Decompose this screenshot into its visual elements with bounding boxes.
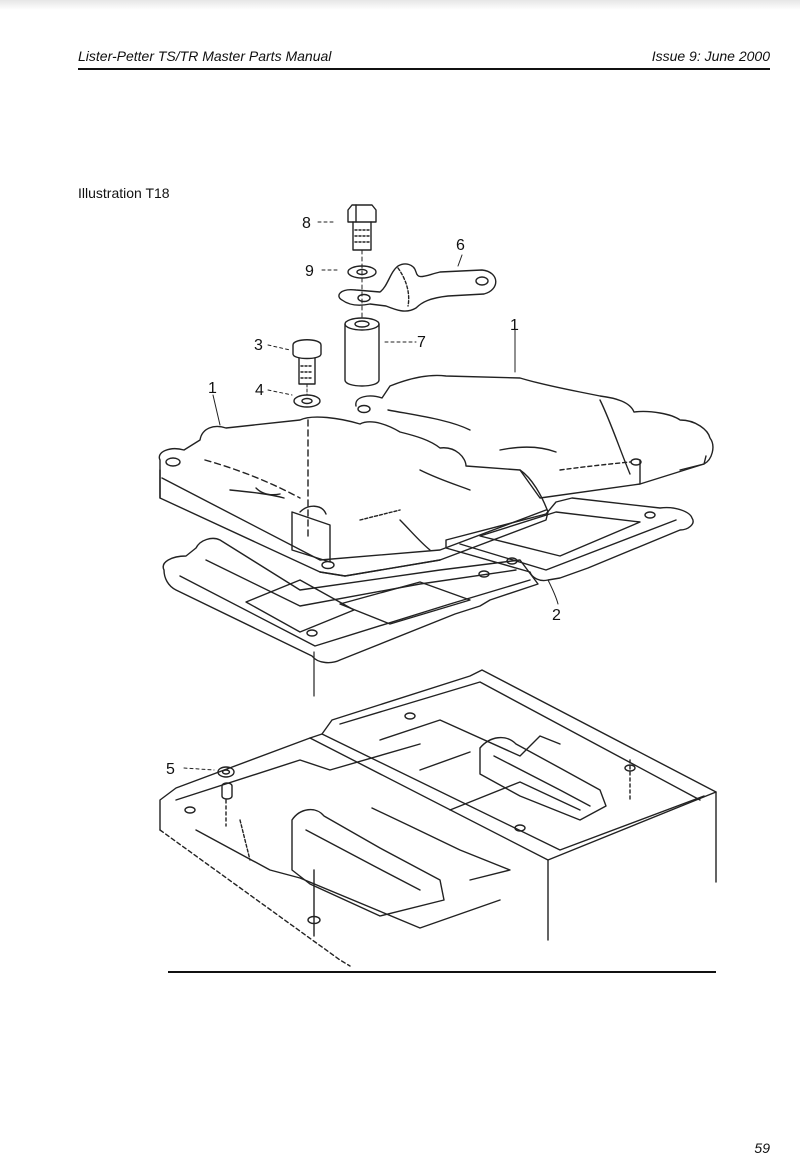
gasket-left bbox=[162, 537, 539, 664]
page-number: 59 bbox=[754, 1140, 770, 1156]
callout-1-right: 1 bbox=[510, 317, 519, 334]
header-divider bbox=[78, 68, 770, 70]
leader-line-5 bbox=[183, 767, 215, 771]
callout-2: 2 bbox=[552, 607, 561, 624]
bolt-3 bbox=[292, 339, 322, 385]
bolt-8 bbox=[347, 204, 377, 251]
rocker-cover-right bbox=[355, 374, 714, 499]
illustration-label: Illustration T18 bbox=[78, 185, 170, 201]
leader-line-2 bbox=[547, 579, 559, 605]
washer-4 bbox=[293, 394, 321, 408]
exploded-parts-diagram: 8 6 9 3 7 1 4 1 2 5 bbox=[140, 195, 760, 985]
callout-8: 8 bbox=[302, 215, 311, 232]
callout-6: 6 bbox=[456, 237, 465, 254]
callout-9: 9 bbox=[305, 263, 314, 280]
leader-lines-upper bbox=[212, 221, 516, 426]
parts-diagram-svg: 8 6 9 3 7 1 4 1 2 5 bbox=[158, 204, 717, 967]
rocker-cover-left bbox=[158, 416, 549, 577]
top-shadow-strip bbox=[0, 0, 800, 10]
callout-5: 5 bbox=[166, 761, 175, 778]
manual-title: Lister-Petter TS/TR Master Parts Manual bbox=[78, 48, 332, 64]
page-header: Lister-Petter TS/TR Master Parts Manual … bbox=[78, 48, 770, 64]
callout-1-left: 1 bbox=[208, 380, 217, 397]
illustration-bottom-rule bbox=[168, 971, 716, 973]
issue-date: Issue 9: June 2000 bbox=[651, 48, 770, 64]
callout-3: 3 bbox=[254, 337, 263, 354]
bracket-6 bbox=[338, 263, 497, 312]
spacer-7 bbox=[344, 317, 380, 387]
cylinder-head bbox=[159, 669, 717, 967]
gasket-right bbox=[445, 497, 694, 582]
callout-4: 4 bbox=[255, 382, 264, 399]
callout-7: 7 bbox=[417, 334, 426, 351]
